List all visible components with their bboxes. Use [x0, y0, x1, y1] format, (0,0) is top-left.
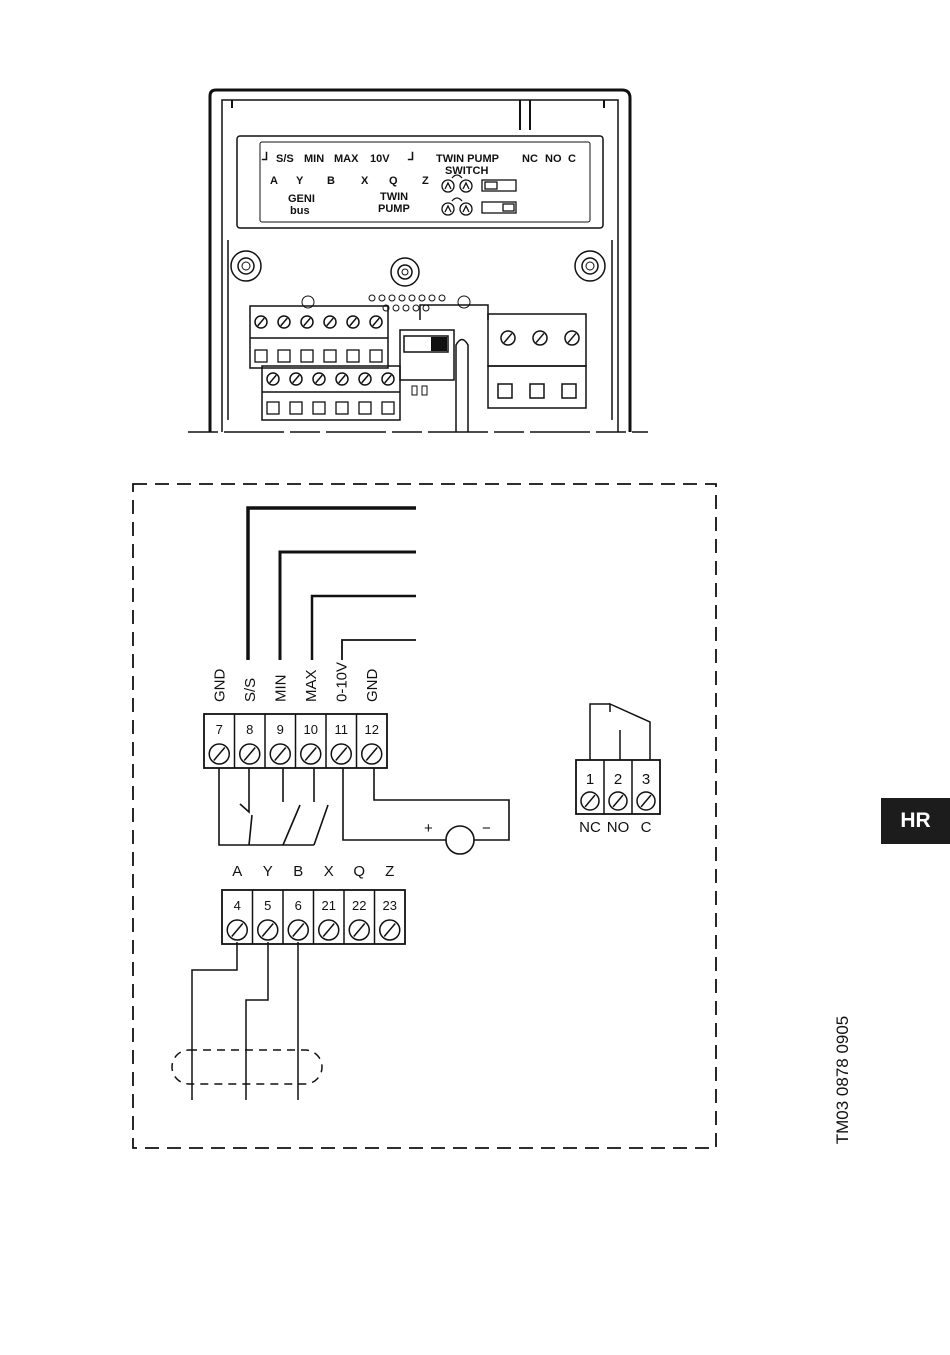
device-screw [313, 373, 325, 385]
relay-terminal-screw [609, 792, 627, 810]
panel-label-twin: TWIN [380, 191, 408, 203]
control-terminal-block: 7 GND 8 S/S 9 MIN 10 MAX 11 0-10V 12 GND [204, 662, 387, 768]
device-screw [290, 373, 302, 385]
device-screw [255, 316, 267, 328]
panel-label-c: C [568, 153, 576, 165]
relay-terminal-screw [581, 792, 599, 810]
twin-pump-switch-icons [442, 175, 516, 215]
device-screw [278, 316, 290, 328]
relay-device-screw [501, 331, 515, 345]
bus-signal-label: X [324, 863, 334, 880]
control-signal-label: MAX [303, 669, 320, 702]
device-screw [324, 316, 336, 328]
control-signal-label: MIN [272, 675, 289, 703]
relay-device-screw [565, 331, 579, 345]
relay-terminal-number: 3 [642, 771, 650, 788]
panel-label-bus: bus [290, 205, 310, 217]
geni-bus-cable [172, 942, 322, 1100]
document-code: TM03 0878 0905 [833, 1016, 853, 1145]
control-terminal-number: 8 [246, 722, 253, 737]
control-signal-label: 0-10V [333, 662, 350, 702]
control-terminal-number: 10 [304, 722, 318, 737]
panel-label-x: X [361, 175, 369, 187]
bus-terminal-screw [380, 920, 400, 940]
relay-device-screw [533, 331, 547, 345]
control-terminal-screw [209, 744, 229, 764]
device-screw [382, 373, 394, 385]
bus-signal-label: Z [385, 863, 394, 880]
device-screw [359, 373, 371, 385]
language-tab: HR [881, 798, 950, 844]
device-screw [301, 316, 313, 328]
relay-contact [590, 704, 650, 760]
control-signal-label: GND [211, 669, 228, 703]
panel-label-max: MAX [334, 153, 359, 165]
bus-signal-label: Y [263, 863, 273, 880]
relay-terminal-label: NO [607, 819, 630, 836]
control-signal-label: S/S [242, 678, 259, 702]
bus-signal-label: Q [353, 863, 365, 880]
control-terminal-number: 12 [365, 722, 379, 737]
svg-text:⅃: ⅃ [261, 151, 268, 163]
control-terminal-number: 7 [216, 722, 223, 737]
relay-terminal-label: NC [579, 819, 601, 836]
panel-label-y: Y [296, 175, 304, 187]
control-terminal-screw [331, 744, 351, 764]
panel-label-no: NO [545, 153, 562, 165]
relay-terminal-number: 1 [586, 771, 594, 788]
meter-minus: − [482, 820, 491, 837]
device-screw [267, 373, 279, 385]
svg-text:⅃: ⅃ [407, 151, 414, 163]
control-terminal-number: 9 [277, 722, 284, 737]
control-signal-label: GND [364, 669, 381, 703]
bus-signal-label: A [232, 863, 242, 880]
analog-signal-circuit [343, 768, 509, 854]
device-screw [370, 316, 382, 328]
control-terminal-screw [240, 744, 260, 764]
bus-terminal-screw [288, 920, 308, 940]
bus-terminal-block: 4 A 5 Y 6 B 21 X 22 Q 23 Z [222, 863, 405, 944]
panel-label-q: Q [389, 175, 398, 187]
bus-terminal-screw [319, 920, 339, 940]
bus-terminal-screw [227, 920, 247, 940]
control-terminal-screw [362, 744, 382, 764]
pump-boundary [133, 484, 716, 1148]
relay-terminal-block: 1NC 2NO 3C [576, 760, 660, 836]
device-panel-labels: ⅃ S/S MIN MAX 10V ⅃ TWIN PUMP NC NO C SW… [261, 151, 576, 217]
panel-label-a: A [270, 175, 278, 187]
terminal-box-illustration [188, 90, 648, 432]
panel-label-nc: NC [522, 153, 538, 165]
relay-terminal-screw [637, 792, 655, 810]
relay-terminal-number: 2 [614, 771, 622, 788]
panel-label-b: B [327, 175, 335, 187]
bus-terminal-screw [258, 920, 278, 940]
panel-label-10v: 10V [370, 153, 390, 165]
meter-plus: + [424, 820, 433, 837]
panel-label-ss: S/S [276, 153, 294, 165]
device-screw [336, 373, 348, 385]
device-screw [347, 316, 359, 328]
bus-terminal-number: 6 [295, 898, 302, 913]
bus-signal-label: B [293, 863, 303, 880]
panel-label-min: MIN [304, 153, 324, 165]
bus-terminal-number: 22 [352, 898, 366, 913]
panel-label-geni: GENI [288, 193, 315, 205]
bus-terminal-screw [349, 920, 369, 940]
switch-contacts [219, 768, 328, 845]
panel-label-twin-pump: TWIN PUMP [436, 153, 499, 165]
control-terminal-screw [270, 744, 290, 764]
bus-terminal-number: 23 [383, 898, 397, 913]
panel-label-pump: PUMP [378, 203, 410, 215]
meter-symbol [446, 826, 474, 854]
panel-label-z: Z [422, 175, 429, 187]
control-terminal-screw [301, 744, 321, 764]
bus-terminal-number: 5 [264, 898, 271, 913]
bus-terminal-number: 4 [234, 898, 241, 913]
control-terminal-number: 11 [335, 722, 349, 737]
signal-lines [248, 508, 416, 660]
bus-terminal-number: 21 [322, 898, 336, 913]
panel-label-switch: SWITCH [445, 165, 488, 177]
relay-terminal-label: C [641, 819, 652, 836]
